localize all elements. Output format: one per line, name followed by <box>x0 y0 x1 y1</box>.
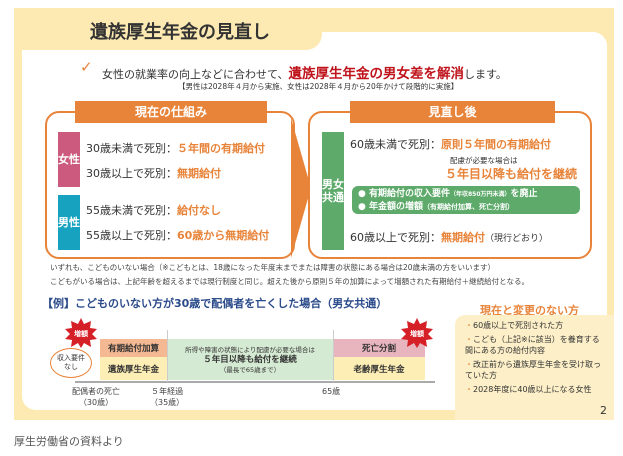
list-item: ・2028年度に40歳以上になる女性 <box>465 385 592 394</box>
improvement-item: ● 有期給付の収入要件（年収850万円未満）を廃止 <box>358 189 538 199</box>
source-caption: 厚生労働省の資料より <box>14 435 124 448</box>
increase-badge: 増額 <box>65 318 97 348</box>
unchanged-title: 現在と変更のない方 <box>480 304 579 317</box>
segment-death-split: 死亡分割 <box>333 339 425 357</box>
improvement-item: ● 年金額の増額（有期給付加算、死亡分割） <box>358 202 514 212</box>
care-note: 配慮が必要な場合は <box>450 156 518 165</box>
badge-text: 増額 <box>74 329 88 338</box>
unisex-tag: 男女共通 <box>322 132 344 250</box>
revised-row-over60: 60歳以上で死別：無期給付（現行どおり） <box>350 231 549 244</box>
male-tag: 男性 <box>58 195 80 250</box>
unchanged-list: ・60歳以上で死別された方 ・こども（上記※に該当）を養育する間にある方の給付内… <box>455 315 614 420</box>
increase-badge: 増額 <box>401 318 433 348</box>
axis-label: ５年経過（35歳） <box>150 387 185 407</box>
note-line: いずれも、こどものいない場合（※こどもとは、18歳になった年度末までまたは障害の… <box>50 263 495 272</box>
page-number: 2 <box>600 404 607 417</box>
current-header: 現在の仕組み <box>75 101 267 123</box>
lead-note: 【男性は2028年４月から実施、女性は2028年４月から20年かけて段階的に実施… <box>178 82 459 91</box>
example-title: 【例】こどものいない方が30歳で配偶者を亡くした場合（男女共通） <box>42 297 388 310</box>
axis-label: 配偶者の死亡（30歳） <box>72 387 120 407</box>
current-row: 30歳以上で死別：無期給付 <box>86 167 221 180</box>
check-icon: ✓ <box>80 58 93 76</box>
current-row: 55歳以上で死別：60歳から無期給付 <box>86 229 270 242</box>
lead-highlight: 遺族厚生年金の男女差を解消 <box>288 66 464 82</box>
title-tab <box>22 10 322 50</box>
improvements-box: ● 有期給付の収入要件（年収850万円未満）を廃止 ● 年金額の増額（有期給付加… <box>352 186 580 214</box>
revised-row-under60: 60歳未満で死別：原則５年間の有期給付 <box>350 138 551 151</box>
axis-label: 65歳 <box>322 387 341 396</box>
list-item: ・こども（上記※に該当）を養育する間にある方の給付内容 <box>465 335 600 355</box>
segment-addition: 有期給付加算 <box>100 339 167 357</box>
slide-title: 遺族厚生年金の見直し <box>90 22 270 43</box>
revised-header: 見直し後 <box>350 101 555 123</box>
tick <box>167 330 168 382</box>
tick <box>333 330 334 382</box>
lead-pre: 女性の就業率の向上などに合わせて、 <box>102 68 289 81</box>
arrow-right-icon <box>291 118 311 258</box>
segment-old-age-pension: 老齢厚生年金 <box>333 357 425 380</box>
segment-continuation: 所得や障害の状態により配慮が必要な場合は ５年目以降も給付を継続 （最長で65歳… <box>167 339 333 380</box>
no-income-requirement-bubble: 収入要件なし <box>50 348 92 378</box>
female-tag: 女性 <box>58 132 80 187</box>
timeline-axis <box>75 381 435 383</box>
note-line: こどもがいる場合は、上記年齢を超えるまでは現行制度と同じ。超えた後から原則５年の… <box>50 277 529 286</box>
lead-post: します。 <box>463 68 507 81</box>
lead-text: 女性の就業率の向上などに合わせて、遺族厚生年金の男女差を解消します。 <box>102 62 507 82</box>
segment-survivor-pension: 遺族厚生年金 <box>100 357 167 380</box>
list-item: ・改正前から遺族厚生年金を受け取っていた方 <box>465 360 601 380</box>
list-item: ・60歳以上で死別された方 <box>465 321 564 330</box>
current-row: 55歳未満で死別：給付なし <box>86 204 221 217</box>
badge-text: 増額 <box>410 329 424 338</box>
care-result: ５年目以降も給付を継続 <box>445 167 578 181</box>
current-row: 30歳未満で死別：５年間の有期給付 <box>86 142 265 155</box>
